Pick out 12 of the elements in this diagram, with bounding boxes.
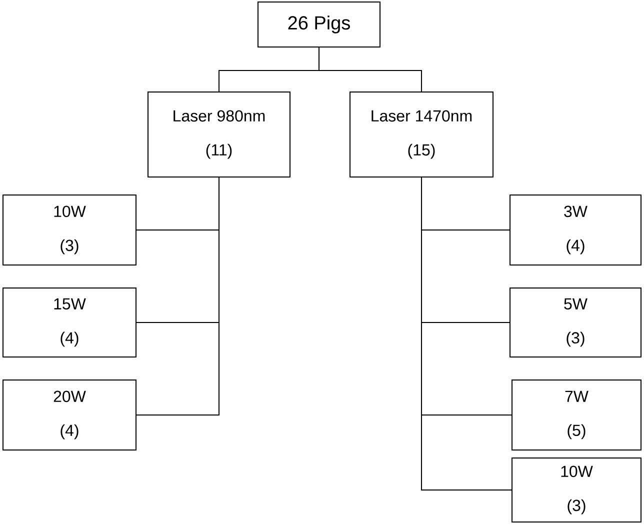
box: 10W (3) [2, 194, 136, 266]
box: Laser 1470nm (15) [350, 92, 494, 178]
connector-line [136, 177, 220, 416]
box: 3W (4) [510, 194, 642, 266]
box: 20W (4) [2, 380, 136, 450]
box: 15W (4) [2, 288, 136, 358]
box: 10W (3) [512, 458, 642, 522]
box: 26 Pigs [258, 2, 380, 48]
box: Laser 980nm (11) [148, 92, 290, 178]
connector-line [318, 47, 422, 92]
box: 5W (3) [510, 288, 642, 358]
box: 7W (5) [512, 380, 642, 450]
